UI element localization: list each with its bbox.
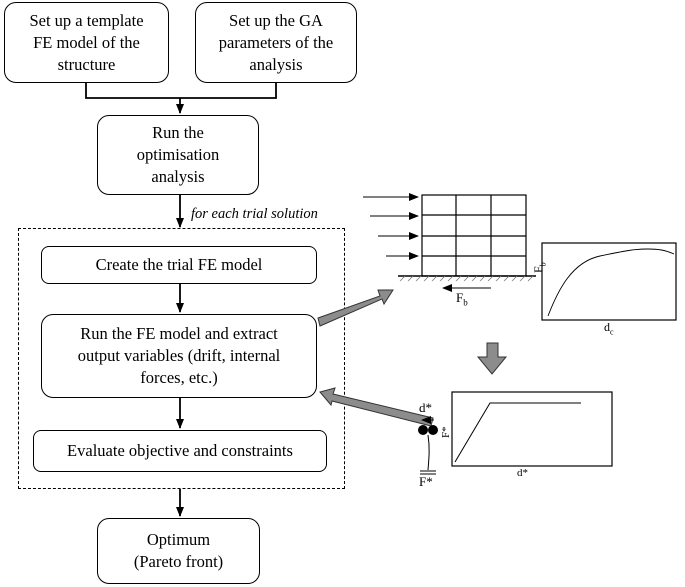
sdof-y-axis-label: F* (440, 426, 452, 438)
arrow-down (476, 342, 508, 375)
run-fe-model-box: Run the FE model and extract output vari… (41, 314, 317, 398)
arrow-to-pushover (317, 289, 394, 327)
frame-structure (398, 194, 536, 277)
ground-hatch (399, 275, 534, 282)
evaluate-objective-box: Evaluate objective and constraints (33, 430, 327, 472)
pushover-x-axis-label: dc (604, 320, 614, 337)
template-fe-model-box: Set up a template FE model of the struct… (4, 2, 169, 83)
lateral-loads (363, 193, 419, 260)
bilinear-curve (454, 402, 581, 463)
grey-arrows (317, 289, 508, 427)
arrow-back-to-fe (319, 387, 434, 427)
sdof-force-label: F* (419, 474, 433, 489)
sdof-oscillator (418, 416, 438, 475)
pushover-plot (541, 242, 677, 321)
pushover-y-axis-label: Fb (531, 262, 548, 273)
run-optimisation-box: Run the optimisation analysis (97, 115, 259, 195)
loop-label: for each trial solution (191, 206, 318, 222)
sdof-x-axis-label: d* (517, 467, 528, 479)
create-trial-model-box: Create the trial FE model (41, 246, 317, 284)
flow-connectors (85, 83, 277, 517)
sdof-displacement-label: d* (419, 400, 432, 415)
pushover-curve (547, 248, 675, 317)
sdof-plot (451, 391, 613, 467)
trial-solution-loop (18, 228, 345, 489)
ga-parameters-box: Set up the GA parameters of the analysis (195, 2, 357, 83)
base-shear-label: Fb (456, 290, 468, 308)
optimum-box: Optimum (Pareto front) (97, 518, 260, 584)
